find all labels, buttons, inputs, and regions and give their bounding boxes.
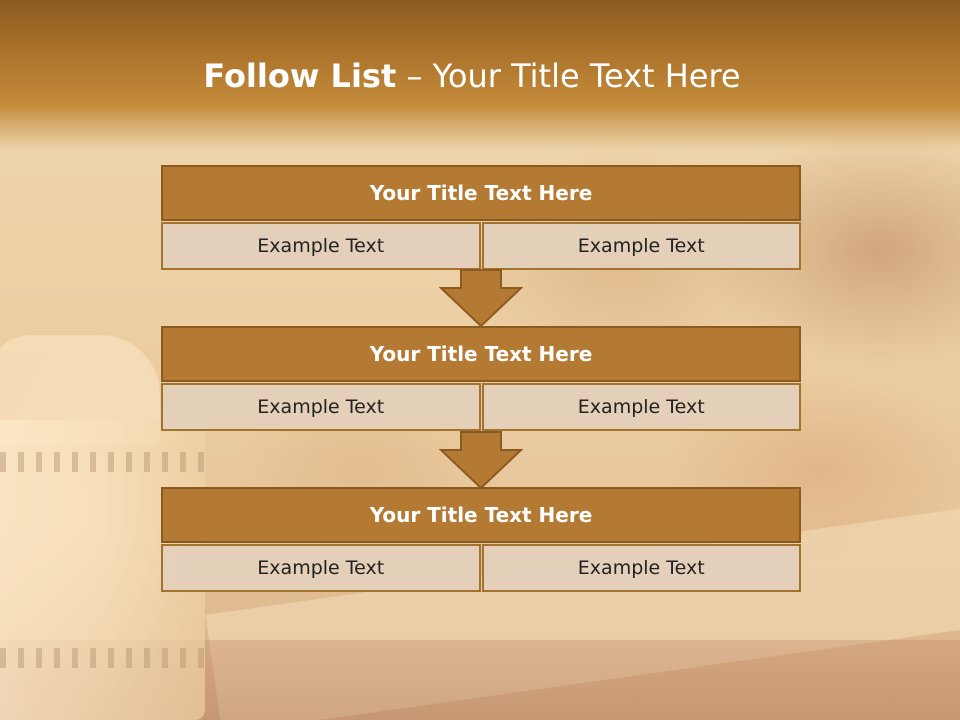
mortar-ornament-band (0, 452, 205, 472)
list-block: Your Title Text Here Example Text Exampl… (161, 165, 801, 270)
block-title: Your Title Text Here (161, 487, 801, 543)
block-cell-left: Example Text (161, 222, 481, 270)
block-cell-right: Example Text (481, 222, 801, 270)
list-block: Your Title Text Here Example Text Exampl… (161, 487, 801, 592)
block-row: Example Text Example Text (161, 544, 801, 592)
mortar-ornament-band (0, 648, 205, 668)
block-row: Example Text Example Text (161, 222, 801, 270)
block-title: Your Title Text Here (161, 165, 801, 221)
block-row: Example Text Example Text (161, 383, 801, 431)
list-block: Your Title Text Here Example Text Exampl… (161, 326, 801, 431)
slide-title-rest: – Your Title Text Here (406, 57, 741, 95)
block-cell-left: Example Text (161, 383, 481, 431)
block-cell-right: Example Text (481, 383, 801, 431)
down-arrow-icon (439, 269, 523, 328)
title-bar (0, 0, 960, 150)
slide-title: Follow List – Your Title Text Here (0, 56, 944, 96)
block-cell-left: Example Text (161, 544, 481, 592)
slide-title-bold: Follow List (203, 57, 397, 95)
block-title: Your Title Text Here (161, 326, 801, 382)
block-cell-right: Example Text (481, 544, 801, 592)
down-arrow-icon (439, 431, 523, 490)
